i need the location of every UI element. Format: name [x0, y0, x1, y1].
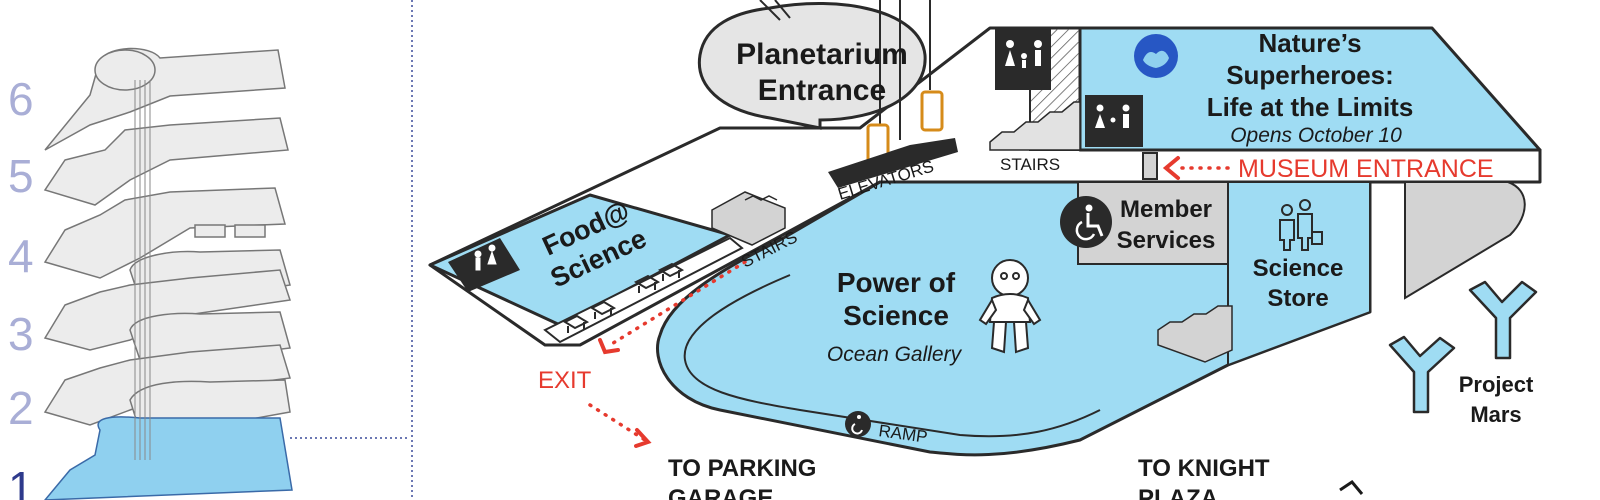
floor-1-slab[interactable]	[44, 416, 293, 500]
member-services-line1: Member	[1120, 196, 1212, 223]
exhibit-title-line1: Nature’s	[1258, 28, 1361, 58]
stairs-top-label: STAIRS	[1000, 155, 1060, 174]
shopping-people-icon	[1279, 199, 1323, 251]
exit-label[interactable]: EXIT	[538, 367, 592, 394]
floor-5-label[interactable]: 5	[8, 150, 34, 202]
floor-3-label[interactable]: 3	[8, 308, 34, 360]
science-store-line2: Store	[1267, 285, 1328, 312]
shaft-lines	[134, 80, 151, 460]
knight-arrow-icon	[1339, 480, 1364, 495]
power-of-science-line2: Science	[843, 300, 949, 331]
power-of-science-line1: Power of	[837, 267, 956, 298]
science-store-line1: Science	[1253, 255, 1344, 282]
planetarium-bubble[interactable]	[697, 2, 927, 130]
exit-arrowheads	[598, 156, 1180, 448]
floor-6-label[interactable]: 6	[8, 73, 34, 125]
floor-2-label[interactable]: 2	[8, 382, 34, 434]
to-parking-line2[interactable]: GARAGE	[668, 485, 773, 500]
accessible-icon	[1060, 196, 1112, 248]
restroom-icon	[1085, 95, 1143, 147]
ramp-path	[683, 274, 1101, 438]
floor-stack	[43, 47, 291, 433]
museum-entrance-label[interactable]: MUSEUM ENTRANCE	[1238, 155, 1494, 183]
to-parking-line1[interactable]: TO PARKING	[668, 455, 816, 482]
floor-1-label[interactable]: 1	[8, 462, 34, 500]
power-of-science-subtitle: Ocean Gallery	[827, 343, 963, 366]
planetarium-label-line2: Entrance	[758, 74, 886, 107]
planetarium-label-line1: Planetarium	[736, 38, 908, 71]
stairs-left-icon[interactable]	[711, 191, 786, 246]
diver-suit-icon	[978, 259, 1042, 354]
store-stairs-icon	[1157, 305, 1233, 363]
exhibit-title-line3: Life at the Limits	[1207, 92, 1414, 122]
food-restroom-icon	[448, 238, 520, 292]
right-building	[1404, 181, 1526, 300]
exhibit-subtitle: Opens October 10	[1230, 124, 1402, 147]
science-store-area[interactable]	[1227, 181, 1371, 367]
project-mars-line1: Project	[1459, 372, 1534, 397]
to-knight-line1[interactable]: TO KNIGHT	[1138, 455, 1270, 482]
member-services-line2: Services	[1117, 227, 1216, 254]
project-mars-structures	[1388, 280, 1538, 414]
exit-route	[588, 166, 1232, 442]
project-mars-line2: Mars	[1470, 402, 1521, 427]
family-restroom-icon	[995, 28, 1051, 90]
table-icons	[562, 262, 685, 333]
stairs-top-icon[interactable]	[989, 101, 1081, 151]
exhibit-title-line2: Superheroes:	[1226, 60, 1394, 90]
hands-icon	[1134, 34, 1178, 78]
museum-entrance-door[interactable]	[1142, 152, 1158, 180]
elevator-shafts	[759, 0, 931, 140]
to-knight-line2[interactable]: PLAZA	[1138, 485, 1218, 500]
elevator-band	[828, 138, 958, 188]
ramp-accessible-icon	[845, 411, 871, 437]
floor-selector: 6 5 4 3 2 1	[8, 47, 410, 500]
floor-4-label[interactable]: 4	[8, 230, 34, 282]
